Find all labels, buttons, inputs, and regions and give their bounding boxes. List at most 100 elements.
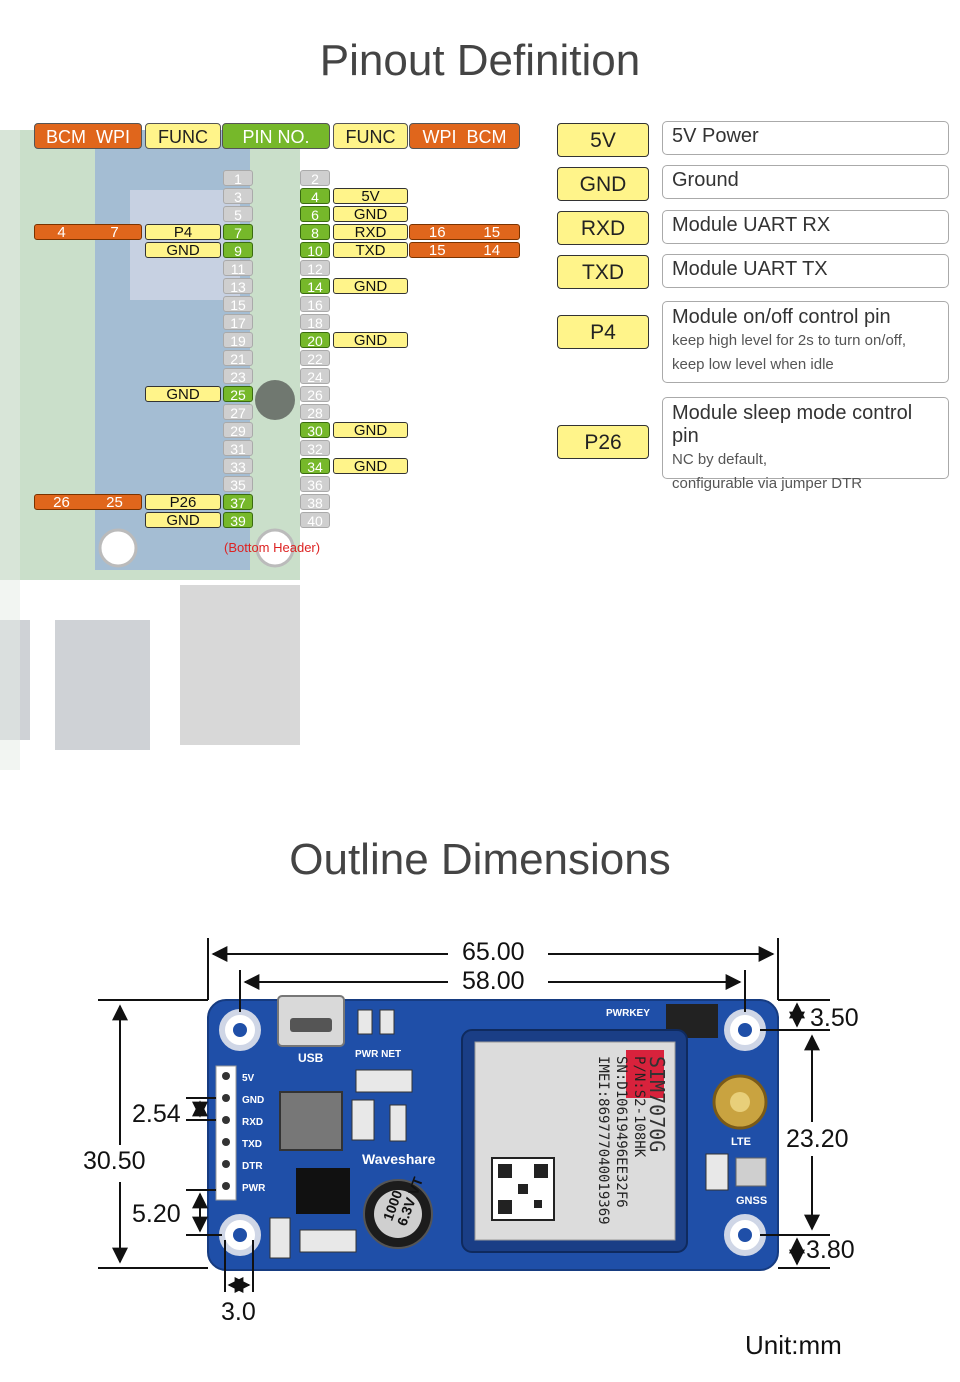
pin-21: 21 [223, 350, 253, 367]
bottom-header-note: (Bottom Header) [224, 540, 321, 555]
bcm-value: 15 [483, 224, 501, 241]
pin-5: 5 [223, 206, 253, 223]
pwrkey-label: PWRKEY [606, 1008, 650, 1019]
board-pin-rxd: RXD [242, 1117, 264, 1128]
inductor [279, 1091, 343, 1151]
pin-32: 32 [300, 440, 330, 457]
legend-desc-5v: 5V Power [662, 121, 949, 155]
wpi-value: 25 [106, 494, 123, 511]
label-func-pin-10: TXD [333, 242, 408, 259]
dim-right-hole-span: 23.20 [786, 1125, 849, 1153]
pin-6: 6 [300, 206, 330, 223]
module-sn: SN:D10619496EE32F6 [613, 1056, 629, 1208]
label-func-pin-25: GND [145, 386, 221, 403]
unit-label: Unit:mm [745, 1330, 842, 1360]
label-func-pin-4: 5V [333, 188, 408, 205]
pin-1: 1 [223, 170, 253, 187]
pin-27: 27 [223, 404, 253, 421]
brand-label: Waveshare [362, 1151, 436, 1167]
board-pin-labels: 5V GND RXD TXD DTR PWR [242, 1068, 282, 1200]
pin-17: 17 [223, 314, 253, 331]
wpi-value: 7 [110, 224, 119, 241]
label-func-pin-8: RXD [333, 224, 408, 241]
dim-pin-pitch: 2.54 [132, 1100, 181, 1128]
dim-height-total: 30.50 [83, 1147, 146, 1175]
lte-label: LTE [731, 1136, 751, 1148]
pin-25: 25 [223, 386, 253, 403]
bcm-value: 4 [57, 224, 66, 241]
pin-35: 35 [223, 476, 253, 493]
usb-label: USB [298, 1051, 324, 1065]
outline-dimensions-diagram [98, 938, 830, 1293]
pin-40: 40 [300, 512, 330, 529]
pin-24: 24 [300, 368, 330, 385]
pin-31: 31 [223, 440, 253, 457]
pin-18: 18 [300, 314, 330, 331]
pin-15: 15 [223, 296, 253, 313]
pin-7: 7 [223, 224, 253, 241]
pin-26: 26 [300, 386, 330, 403]
pin-28: 28 [300, 404, 330, 421]
label-func-pin-7: P4 [145, 224, 221, 241]
pin-11: 11 [223, 260, 253, 277]
legend-key-p4: P4 [557, 315, 649, 349]
pin-16: 16 [300, 296, 330, 313]
legend-key-5v: 5V [557, 123, 649, 157]
header-bcm-wpi-left: BCM WPI [34, 123, 142, 149]
legend-desc-txd: Module UART TX [662, 254, 949, 288]
pin-20: 20 [300, 332, 330, 349]
legend-desc-p26: Module sleep mode control pin NC by defa… [662, 397, 949, 492]
module-model: SIM7070G [645, 1056, 669, 1153]
pin-36: 36 [300, 476, 330, 493]
header-func-right: FUNC [333, 123, 408, 149]
legend-desc-gnd: Ground [662, 165, 949, 199]
dim-top-hole-offset: 3.50 [810, 1004, 859, 1032]
label-func-pin-30: GND [333, 422, 408, 439]
pin-39: 39 [223, 512, 253, 529]
label-func-pin-34: GND [333, 458, 408, 475]
board-pin-dtr: DTR [242, 1161, 263, 1172]
gnss-label: GNSS [736, 1195, 768, 1207]
dim-bottom-pin-offset: 5.20 [132, 1200, 181, 1228]
dim-bottom-hole-offset: 3.80 [806, 1236, 855, 1264]
header-func-left: FUNC [145, 123, 221, 149]
label-func-pin-20: GND [333, 332, 408, 349]
wpi-value: 16 [428, 224, 446, 241]
pin-13: 13 [223, 278, 253, 295]
pin-30: 30 [300, 422, 330, 439]
label-func-pin-9: GND [145, 242, 221, 259]
legend-key-txd: TXD [557, 255, 649, 289]
bcm-value: 14 [483, 242, 501, 259]
pin-29: 29 [223, 422, 253, 439]
label-func-pin-39: GND [145, 512, 221, 529]
board-pin-gnd: GND [242, 1095, 265, 1106]
board-pin-5v: 5V [242, 1073, 255, 1084]
legend-key-p26: P26 [557, 425, 649, 459]
module-pn: P/N:S2-108HK [631, 1056, 647, 1158]
wpi-value: 15 [428, 242, 446, 259]
dim-width-total: 65.00 [462, 938, 525, 966]
pin-33: 33 [223, 458, 253, 475]
pin-8: 8 [300, 224, 330, 241]
legend-desc-rxd: Module UART RX [662, 210, 949, 244]
gnss-antenna-connector [735, 1157, 767, 1187]
pin-12: 12 [300, 260, 330, 277]
pin-23: 23 [223, 368, 253, 385]
legend-desc-p4: Module on/off control pin keep high leve… [662, 301, 949, 383]
label-func-pin-14: GND [333, 278, 408, 295]
pinout-title: Pinout Definition [319, 36, 641, 85]
pin-2: 2 [300, 170, 330, 187]
pin-34: 34 [300, 458, 330, 475]
legend-key-rxd: RXD [557, 211, 649, 245]
module-imei: IMEI:869777040019369 [595, 1056, 611, 1225]
dim-hole-span: 58.00 [462, 967, 525, 995]
header-wpi-bcm-right: WPI BCM [409, 123, 520, 149]
pin-9: 9 [223, 242, 253, 259]
pwr-net-label: PWR NET [355, 1049, 402, 1060]
outline-title: Outline Dimensions [289, 835, 671, 884]
label-func-pin-6: GND [333, 206, 408, 223]
